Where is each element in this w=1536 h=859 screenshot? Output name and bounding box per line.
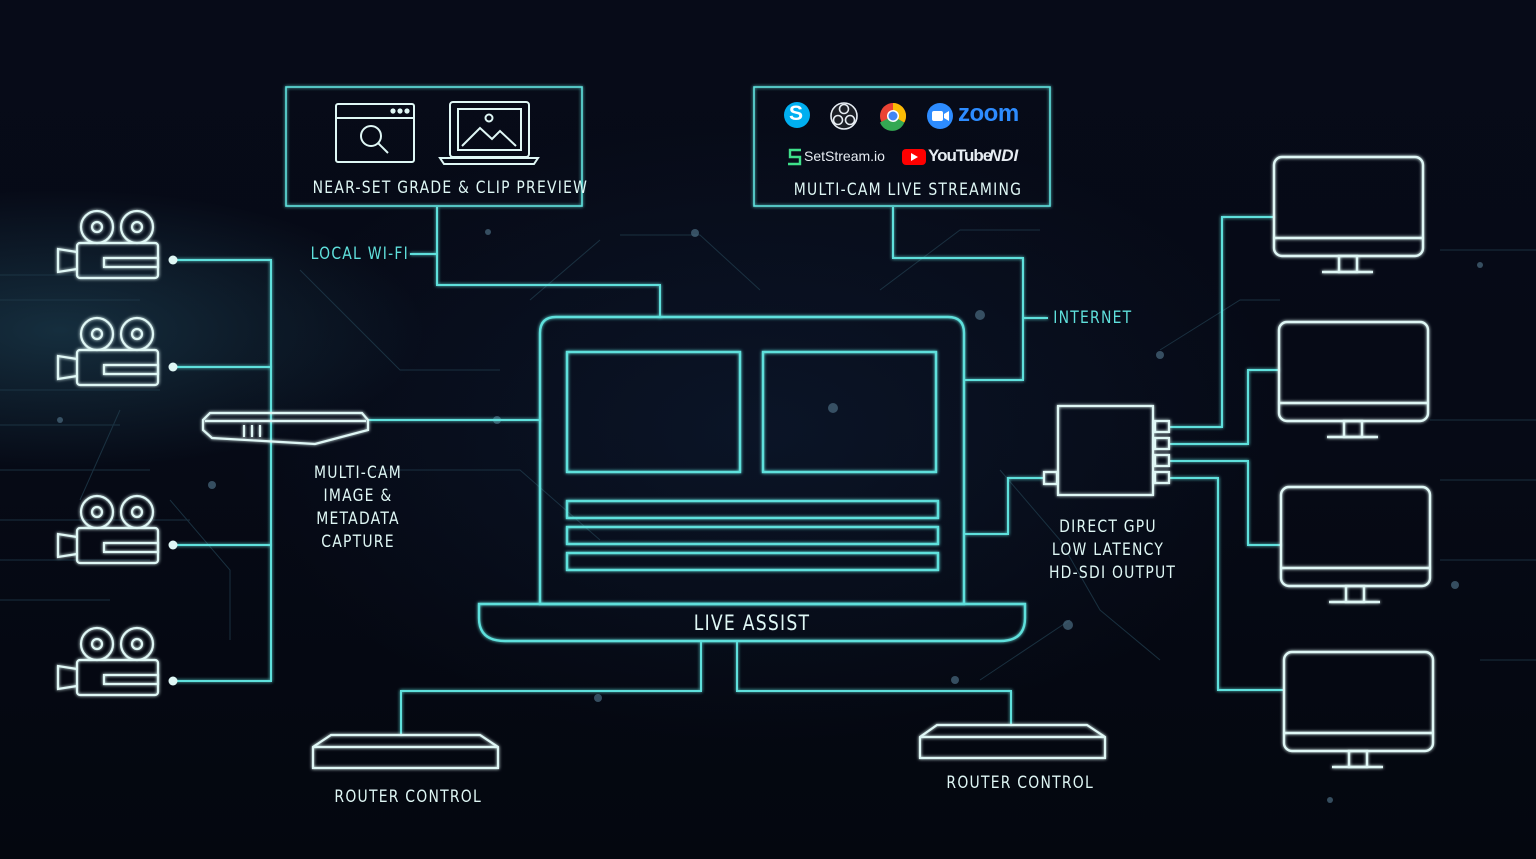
router-left-label: ROUTER CONTROL bbox=[334, 787, 482, 807]
internet-label: INTERNET bbox=[1053, 308, 1133, 328]
youtube-logo-icon bbox=[902, 149, 926, 165]
obs-logo bbox=[830, 102, 858, 130]
streaming-label: MULTI-CAM LIVE STREAMING bbox=[793, 180, 1023, 200]
background-traces bbox=[0, 229, 1536, 681]
streaming-box bbox=[753, 86, 1051, 207]
camera-icon bbox=[56, 626, 160, 697]
ndi-logo: NDI bbox=[989, 146, 1019, 165]
background-nodes bbox=[57, 229, 1483, 803]
router-icon bbox=[311, 733, 500, 770]
camera-icon bbox=[56, 494, 160, 565]
capture-line-2: IMAGE & bbox=[323, 486, 393, 506]
gpu-line-3: HD-SDI OUTPUT bbox=[1048, 563, 1177, 583]
monitor-icon bbox=[1277, 320, 1430, 439]
image-preview-icon bbox=[438, 101, 540, 165]
router-right-label: ROUTER CONTROL bbox=[946, 773, 1094, 793]
preview-box bbox=[285, 86, 583, 207]
sdi-box-icon bbox=[1042, 404, 1171, 497]
gpu-label: DIRECT GPU LOW LATENCY HD-SDI OUTPUT bbox=[1036, 516, 1180, 585]
capture-line-4: CAPTURE bbox=[321, 532, 395, 552]
monitor-icon bbox=[1279, 485, 1432, 604]
live-assist-label: LIVE ASSIST bbox=[693, 611, 811, 635]
setstream-logo-icon bbox=[788, 148, 802, 166]
setstream-logo: SetStream.io bbox=[804, 148, 885, 164]
skype-logo bbox=[784, 102, 810, 128]
monitor-icon bbox=[1272, 155, 1425, 274]
gpu-line-2: LOW LATENCY bbox=[1051, 540, 1165, 560]
capture-line-1: MULTI-CAM bbox=[313, 463, 403, 483]
search-window-icon bbox=[335, 103, 415, 163]
preview-label: NEAR-SET GRADE & CLIP PREVIEW bbox=[312, 178, 589, 198]
zoom-logo-icon bbox=[927, 103, 953, 129]
camera-icon bbox=[56, 209, 160, 280]
router-icon bbox=[918, 723, 1107, 760]
camera-icon bbox=[56, 316, 160, 387]
capture-line-3: METADATA bbox=[316, 509, 400, 529]
monitors bbox=[1272, 155, 1435, 769]
laptop-icon bbox=[477, 315, 1027, 643]
wifi-label: LOCAL WI-FI bbox=[310, 244, 409, 264]
youtube-logo: YouTube bbox=[928, 146, 992, 165]
connection-lines bbox=[174, 207, 1283, 735]
zoom-logo: zoom bbox=[958, 100, 1019, 127]
monitor-icon bbox=[1282, 650, 1435, 769]
skype-letter: S bbox=[789, 102, 804, 125]
capture-label: MULTI-CAM IMAGE & METADATA CAPTURE bbox=[300, 462, 416, 554]
cameras bbox=[56, 209, 160, 697]
connection-dots bbox=[168, 255, 178, 686]
gpu-line-1: DIRECT GPU bbox=[1059, 517, 1157, 537]
chrome-logo bbox=[880, 102, 907, 131]
switch-hub-icon bbox=[201, 411, 370, 446]
